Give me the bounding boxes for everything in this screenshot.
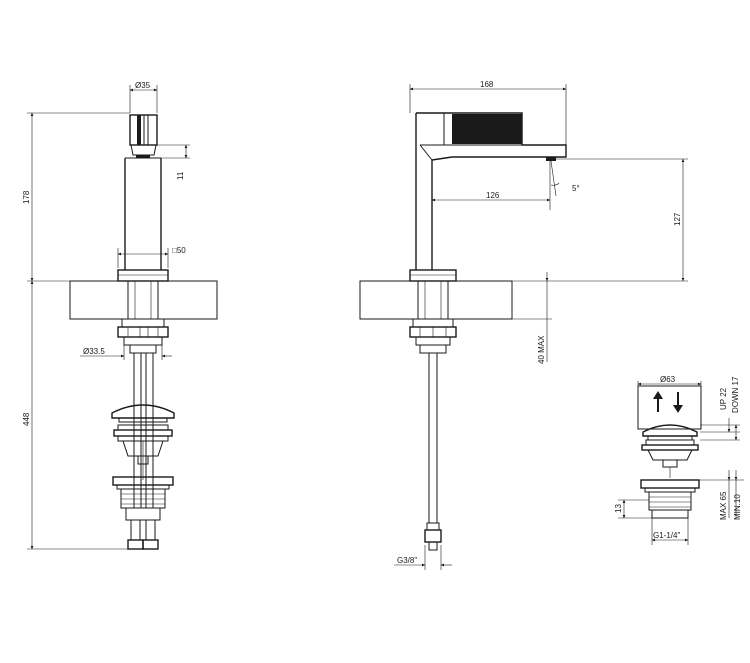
dim-hose-diameter: Ø33.5 bbox=[83, 347, 105, 356]
dim-flange: 13 bbox=[614, 504, 623, 513]
dim-reach: 126 bbox=[486, 191, 500, 200]
dim-waste-thread: G1-1/4" bbox=[653, 531, 680, 540]
dim-outlet-height: 127 bbox=[673, 212, 682, 226]
dim-up: UP 22 bbox=[719, 387, 728, 410]
dim-min: MIN.10 bbox=[733, 494, 742, 520]
front-dimensions: Ø35 11 178 □50 Ø33.5 448 bbox=[22, 81, 190, 550]
side-view: 168 126 5° 127 40 MAX bbox=[359, 80, 688, 570]
side-dimensions: 168 126 5° 127 40 MAX bbox=[394, 80, 688, 570]
dim-down: DOWN 17 bbox=[731, 376, 740, 413]
dim-base-square: □50 bbox=[172, 246, 186, 255]
dim-deck-max: 40 MAX bbox=[537, 335, 546, 364]
waste-detail-frame bbox=[637, 385, 702, 430]
front-popup-waste bbox=[111, 404, 175, 550]
dim-waste-diameter: Ø63 bbox=[660, 375, 676, 384]
dim-total-length: 168 bbox=[480, 80, 494, 89]
dim-thread: G3/8" bbox=[397, 556, 417, 565]
dim-spout-11: 11 bbox=[176, 171, 185, 180]
dim-under-length: 448 bbox=[22, 412, 31, 426]
side-under-fittings bbox=[409, 318, 457, 551]
dim-top-diameter: Ø35 bbox=[135, 81, 151, 90]
dim-angle: 5° bbox=[572, 184, 580, 193]
side-countertop bbox=[359, 280, 513, 320]
waste-dimensions: Ø63 UP 22 DOWN 17 13 MAX 65 MIN.10 bbox=[614, 375, 744, 545]
side-faucet-body bbox=[409, 112, 567, 282]
front-view: Ø35 11 178 □50 Ø33.5 448 bbox=[22, 81, 218, 550]
up-down-arrows bbox=[653, 391, 683, 413]
front-countertop bbox=[69, 280, 218, 320]
front-faucet-body bbox=[117, 114, 169, 282]
dim-max: MAX 65 bbox=[719, 491, 728, 520]
dim-total-height: 178 bbox=[22, 190, 31, 204]
waste-detail: Ø63 UP 22 DOWN 17 13 MAX 65 MIN.10 bbox=[614, 375, 744, 545]
